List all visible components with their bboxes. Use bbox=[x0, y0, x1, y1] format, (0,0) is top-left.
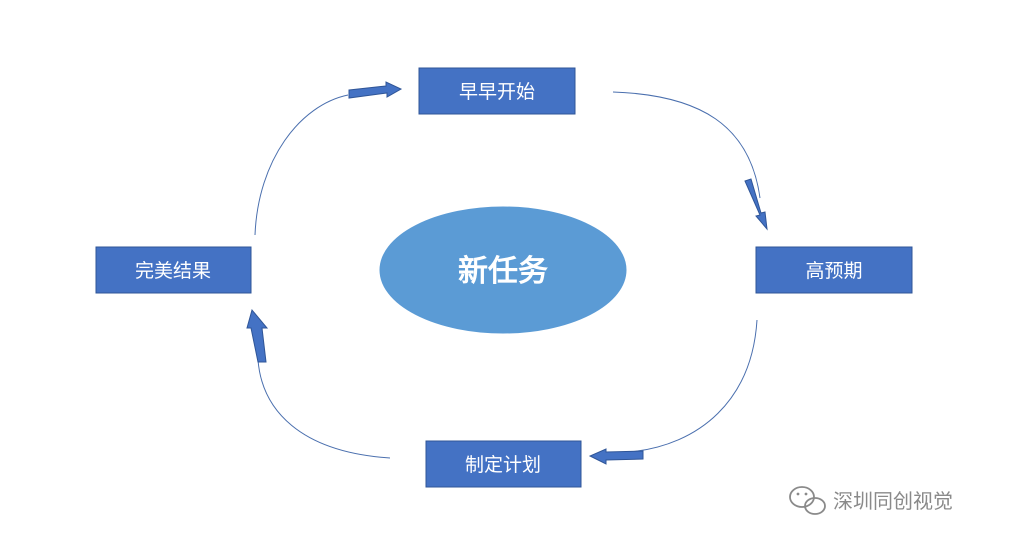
center-ellipse bbox=[379, 206, 627, 334]
curve-bottom-to-left bbox=[257, 359, 391, 459]
node-top-label: 早早开始 bbox=[459, 81, 535, 103]
center-label: 新任务 bbox=[458, 254, 548, 289]
node-right-label: 高预期 bbox=[805, 260, 862, 282]
node-top-box bbox=[418, 67, 576, 115]
arrow-to-left-node bbox=[246, 308, 269, 363]
wechat-icon bbox=[789, 486, 826, 515]
arrow-to-right-node bbox=[744, 178, 768, 231]
node-bottom-box bbox=[425, 440, 582, 488]
node-bottom-label: 制定计划 bbox=[465, 454, 541, 476]
node-right-box bbox=[755, 246, 913, 294]
node-left-label: 完美结果 bbox=[135, 260, 211, 282]
watermark-text: 深圳同创视觉 bbox=[833, 489, 953, 513]
arrow-to-bottom-node bbox=[588, 448, 644, 465]
curve-left-to-top bbox=[254, 94, 349, 236]
arrow-to-top-node bbox=[348, 81, 403, 99]
curve-right-to-bottom bbox=[629, 319, 758, 453]
curve-top-to-right bbox=[612, 91, 761, 199]
node-left-box bbox=[95, 246, 252, 294]
